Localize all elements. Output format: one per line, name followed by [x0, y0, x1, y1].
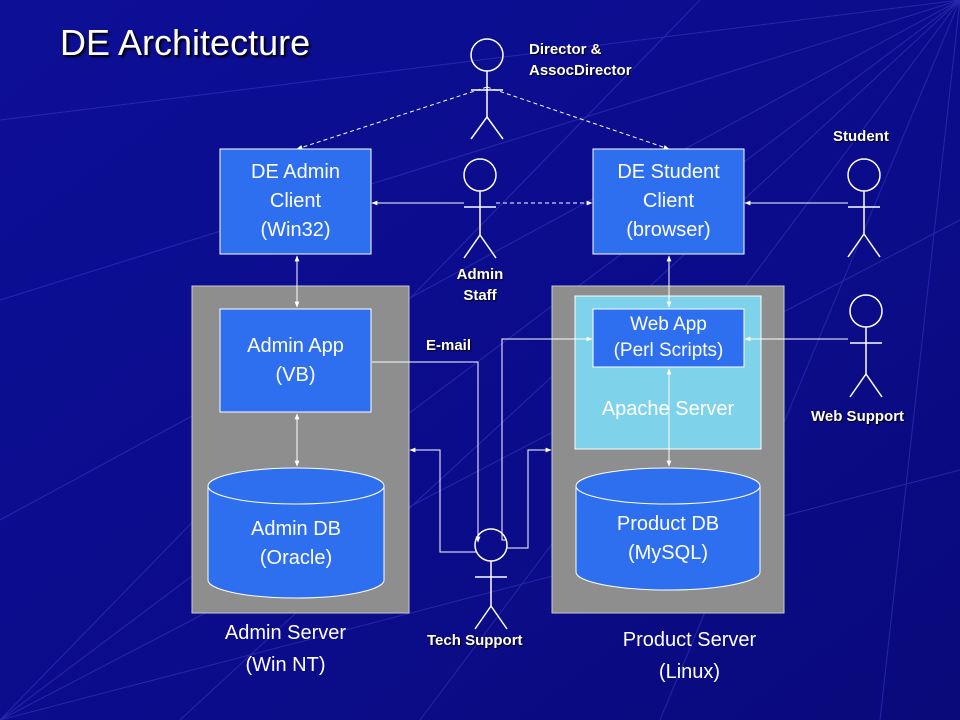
- web-support-actor-icon: [849, 294, 883, 398]
- admin-staff-actor-icon: [463, 158, 497, 259]
- de-student-client-label: DE Student Client (browser): [617, 161, 720, 241]
- admin-db-cylinder: [207, 467, 385, 599]
- student-actor-icon: [847, 158, 881, 258]
- student-label: Student: [833, 128, 889, 145]
- admin-server-label: Admin Server (Win NT): [224, 622, 347, 676]
- de-student-client-box: [592, 148, 745, 255]
- slide-title: DE Architecture: [60, 22, 311, 63]
- product-db-cylinder: [575, 467, 761, 591]
- web-support-label: Web Support: [811, 408, 905, 425]
- director-actor-icon: [470, 38, 504, 140]
- admin-db-label: Admin DB (Oracle): [250, 518, 342, 569]
- director-to-admin-client-line: [296, 86, 488, 150]
- apache-server-label: Apache Server: [601, 397, 735, 420]
- email-label: E-mail: [426, 337, 472, 354]
- product-server-label: Product Server (Linux): [622, 629, 757, 683]
- tech-support-to-web-app-line: [501, 336, 593, 541]
- director-to-student-client-line: [486, 86, 670, 150]
- director-label: Director & AssocDirector: [529, 41, 632, 79]
- tech-support-label: Tech Support: [427, 632, 523, 649]
- tech-support-to-admin-server-line: [409, 447, 476, 553]
- web-app-box: [592, 308, 745, 368]
- web-app-label: Web App (Perl Scripts): [613, 314, 724, 361]
- admin-app-label: Admin App (VB): [247, 334, 344, 386]
- admin-staff-label: Admin Staff: [456, 266, 504, 304]
- tech-support-to-product-server-line: [506, 447, 552, 549]
- de-admin-client-box: [219, 148, 372, 255]
- product-db-label: Product DB (MySQL): [616, 513, 720, 564]
- admin-app-box: [219, 308, 372, 413]
- de-admin-client-label: DE Admin Client (Win32): [251, 161, 340, 241]
- tech-support-actor-icon: [474, 528, 508, 630]
- email-connector-line: [372, 361, 481, 543]
